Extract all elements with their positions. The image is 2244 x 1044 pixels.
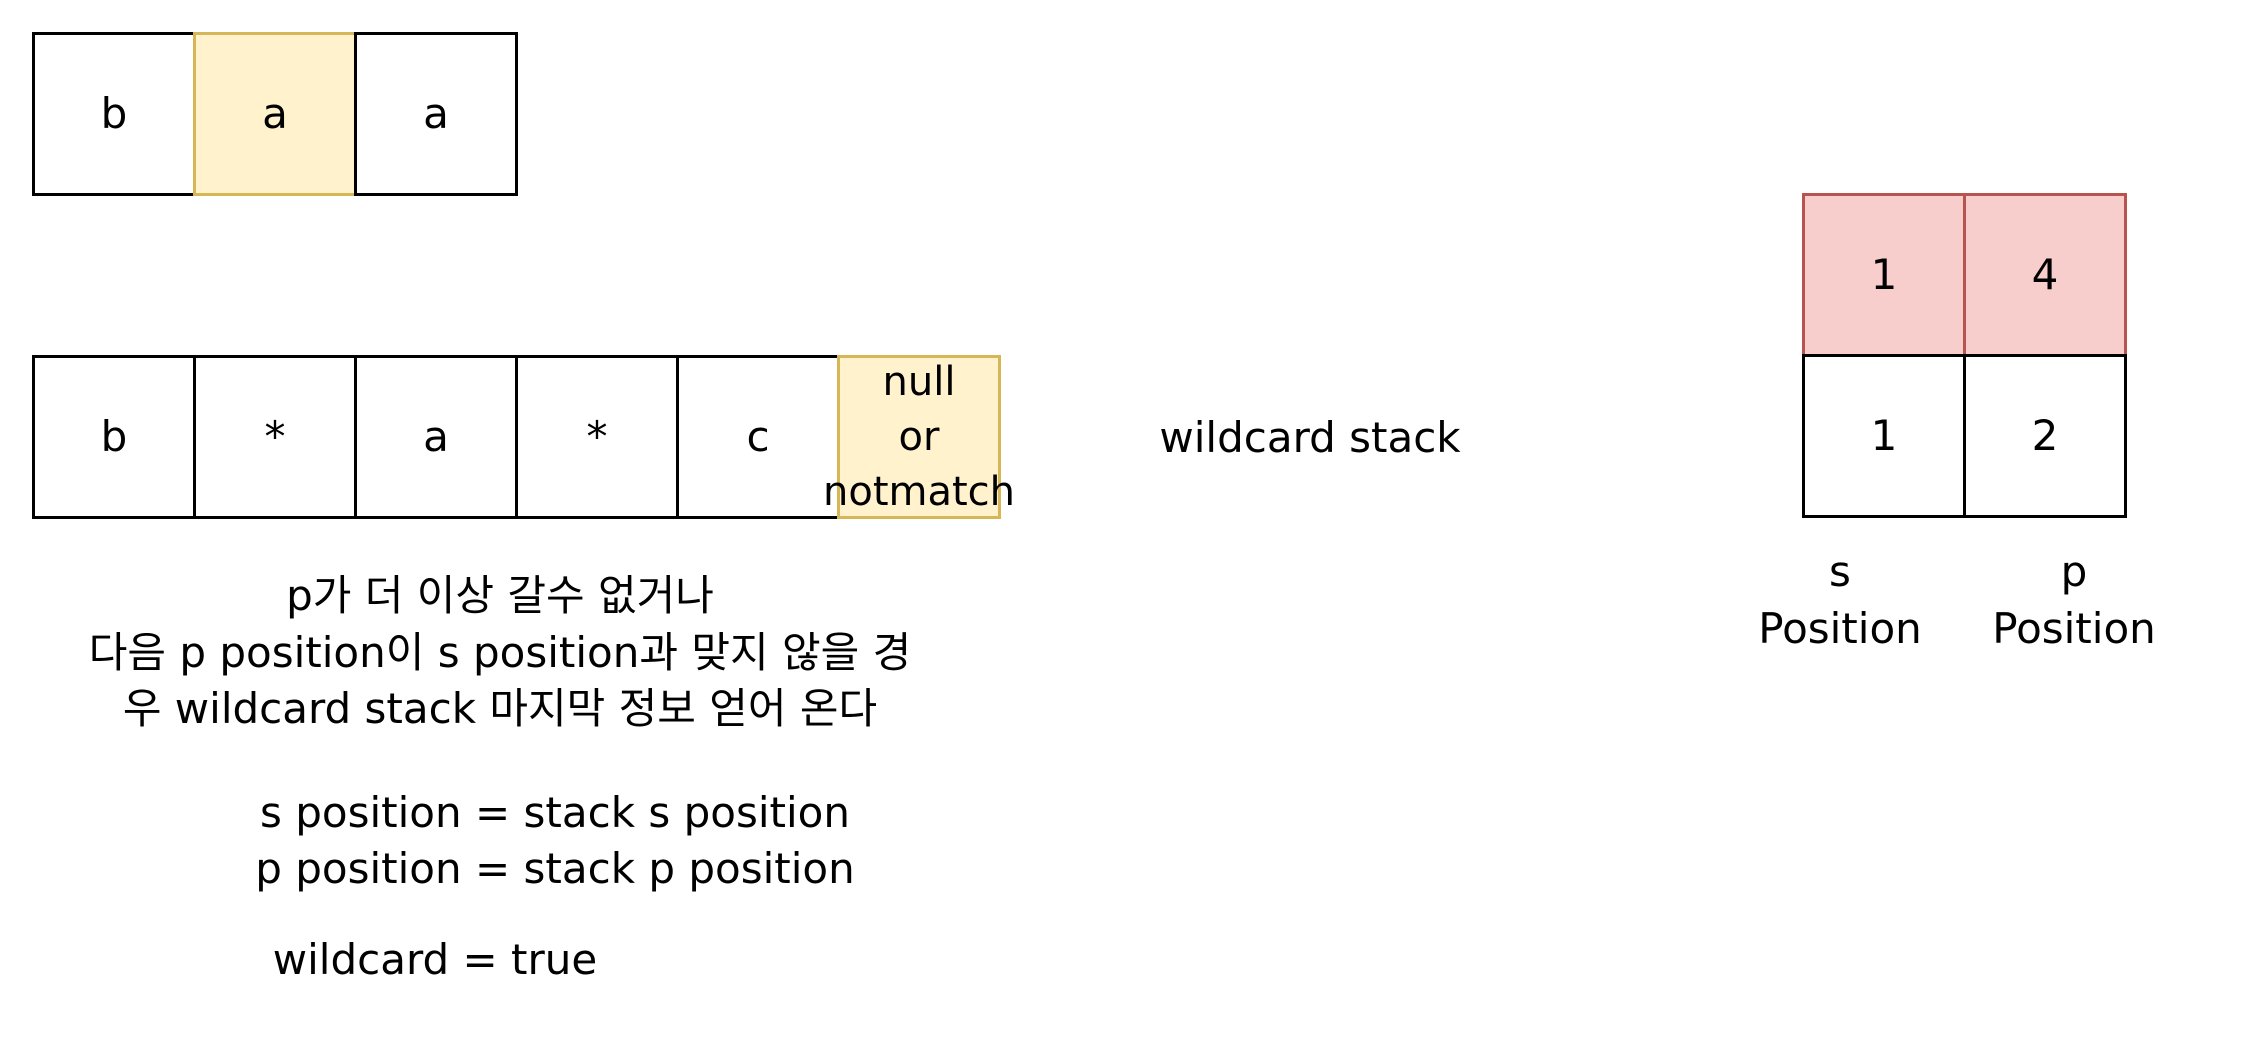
stack-col-label-s: s Position (1758, 547, 1922, 653)
p-cell-2: a (354, 355, 518, 519)
condition-note: p가 더 이상 갈수 없거나 다음 p position이 s position… (88, 571, 912, 734)
p-cell-3: * (515, 355, 679, 519)
s-cell-1-current: a (193, 32, 357, 196)
stack-bottom-p-position: 2 (1963, 354, 2127, 518)
wildcard-flag: wildcard = true (272, 935, 598, 984)
s-cell-0: b (32, 32, 196, 196)
p-cell-0: b (32, 355, 196, 519)
s-cell-2: a (354, 32, 518, 196)
p-cell-4: c (676, 355, 840, 519)
stack-top-p-position: 4 (1963, 193, 2127, 357)
assign-p-position: p position = stack p position (255, 844, 855, 893)
stack-col-label-p: p Position (1992, 547, 2156, 653)
wildcard-stack-label: wildcard stack (1159, 413, 1461, 462)
p-cell-1: * (193, 355, 357, 519)
stack-bottom-s-position: 1 (1802, 354, 1966, 518)
stack-top-s-position: 1 (1802, 193, 1966, 357)
p-cell-5-current: null or notmatch (823, 355, 1015, 519)
assign-s-position: s position = stack s position (260, 788, 850, 837)
